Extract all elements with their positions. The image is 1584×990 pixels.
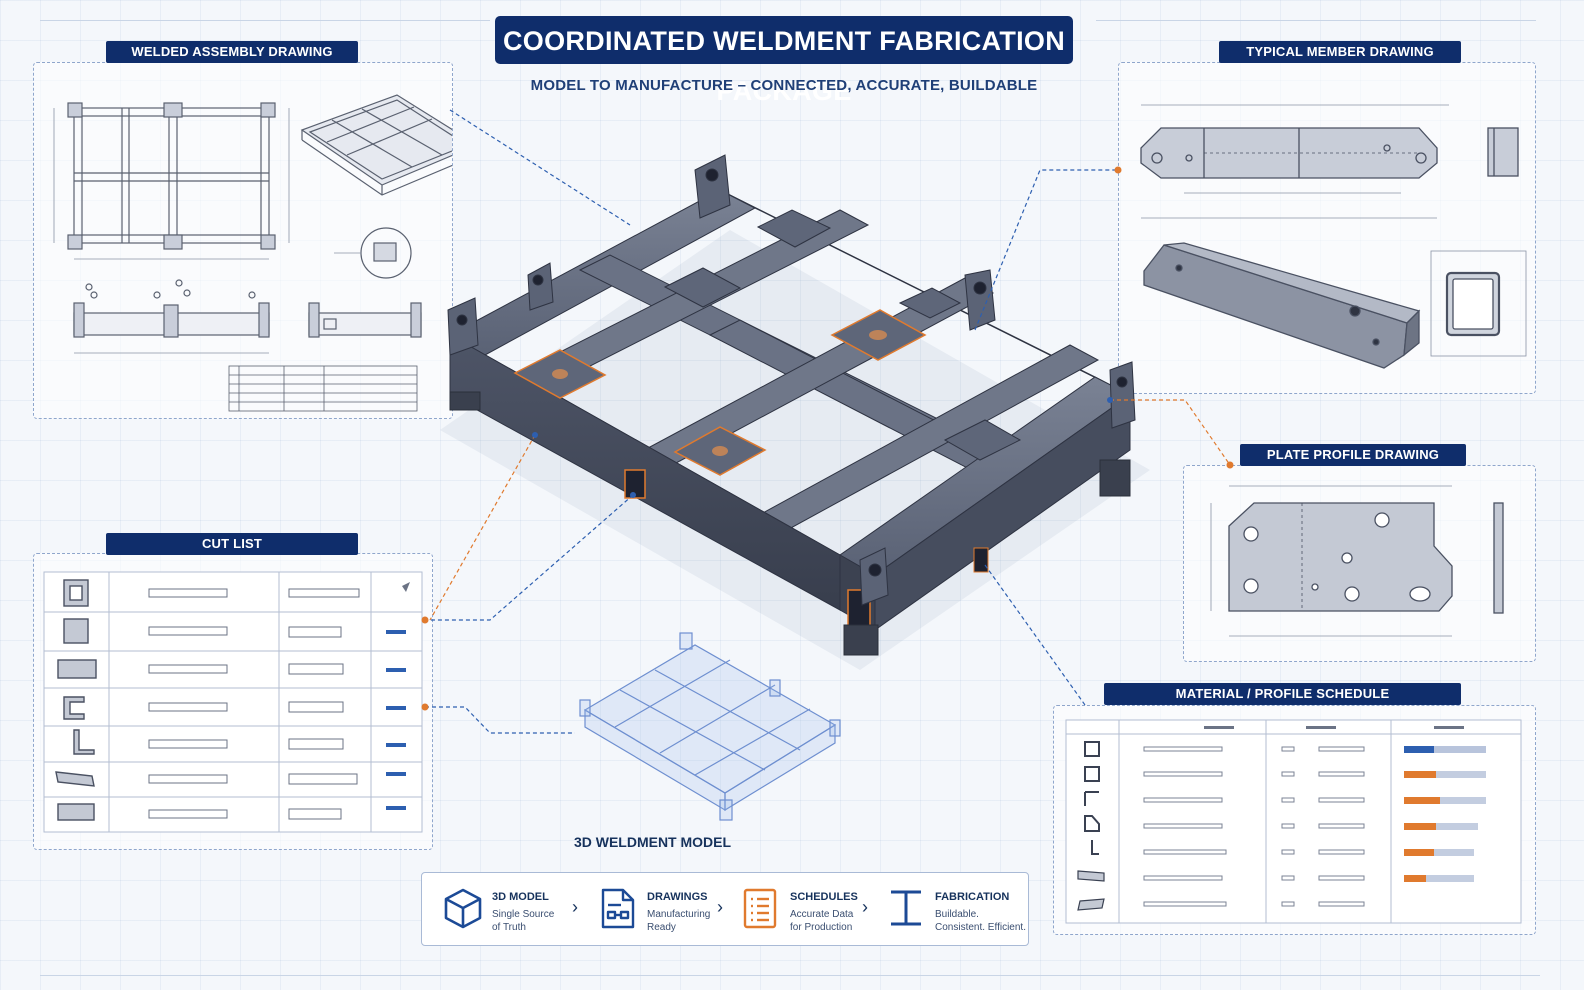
i-beam-icon bbox=[891, 890, 921, 926]
workflow-step-desc: Buildable.Consistent. Efficient. bbox=[935, 909, 1026, 933]
3d-weldment-model-wireframe bbox=[579, 632, 841, 821]
material-profile-schedule-label: MATERIAL / PROFILE SCHEDULE bbox=[1104, 683, 1461, 705]
material-schedule-panel bbox=[1053, 705, 1536, 935]
flat-bar-profile-icon bbox=[55, 771, 95, 787]
plate-icon bbox=[1077, 898, 1105, 911]
member-end-view bbox=[1487, 127, 1519, 177]
workflow-step-title: SCHEDULES bbox=[790, 891, 858, 903]
gusset-icon bbox=[1084, 815, 1100, 832]
schedule-list-icon bbox=[743, 888, 777, 929]
base-plate bbox=[663, 267, 742, 308]
lifting-lug bbox=[447, 297, 479, 356]
plate-profile-icon bbox=[57, 803, 95, 821]
cube-icon bbox=[444, 888, 482, 929]
drawing-document-icon bbox=[601, 888, 635, 929]
channel-icon bbox=[1084, 791, 1099, 806]
member-iso-view bbox=[1143, 242, 1421, 369]
workflow-step-title: DRAWINGS bbox=[647, 891, 708, 903]
page-title: COORDINATED WELDMENT FABRICATION PACKAGE bbox=[495, 16, 1073, 106]
member-drawing-sheet bbox=[1140, 104, 1527, 369]
welded-assembly-drawing-label: WELDED ASSEMBLY DRAWING bbox=[106, 41, 358, 63]
channel-profile-icon bbox=[63, 618, 89, 644]
square-tube-icon bbox=[1084, 741, 1100, 757]
plan-view-frame bbox=[73, 107, 270, 244]
angle-profile-icon bbox=[73, 729, 95, 755]
angle-icon bbox=[1091, 840, 1099, 855]
typical-member-panel bbox=[1118, 62, 1536, 394]
lifting-lug bbox=[694, 154, 731, 219]
title-block bbox=[228, 365, 418, 412]
cut-list-panel bbox=[33, 553, 433, 850]
end-view bbox=[308, 302, 422, 338]
chevron-right-icon: › bbox=[717, 897, 723, 917]
chevron-right-icon: › bbox=[572, 897, 578, 917]
border-line bbox=[1096, 20, 1536, 21]
border-line bbox=[40, 975, 1540, 976]
3d-weldment-model-label: 3D WELDMENT MODEL bbox=[573, 834, 732, 850]
plate-edge-view bbox=[1493, 502, 1504, 614]
border-line bbox=[40, 20, 490, 21]
plate-profile-icon bbox=[57, 659, 97, 679]
workflow-step-fabrication: FABRICATION Buildable.Consistent. Effici… bbox=[885, 885, 1026, 935]
base-plate bbox=[756, 209, 832, 248]
plate-drawing-sheet bbox=[1210, 485, 1504, 637]
flat-bar-icon bbox=[1077, 870, 1105, 882]
assembly-drawing-sheet bbox=[53, 94, 479, 412]
cut-list-label: CUT LIST bbox=[106, 533, 358, 555]
plate-profile-drawing-label: PLATE PROFILE DRAWING bbox=[1240, 444, 1466, 466]
flag-icon bbox=[402, 582, 410, 592]
c-profile-icon bbox=[63, 696, 85, 720]
workflow-step-title: 3D MODEL bbox=[492, 891, 549, 903]
square-tube-icon bbox=[1084, 766, 1100, 782]
elevation-view bbox=[73, 279, 270, 354]
base-plate bbox=[943, 419, 1022, 461]
plate-profile-shape bbox=[1228, 502, 1453, 612]
cut-list-table bbox=[43, 571, 423, 833]
weldment-frame-illustration bbox=[440, 154, 1150, 670]
typical-member-drawing-label: TYPICAL MEMBER DRAWING bbox=[1219, 41, 1461, 63]
material-schedule-table bbox=[1065, 719, 1522, 924]
page-subtitle: MODEL TO MANUFACTURE – CONNECTED, ACCURA… bbox=[530, 77, 1038, 94]
chevron-right-icon: › bbox=[862, 897, 868, 917]
workflow-step-title: FABRICATION bbox=[935, 891, 1010, 903]
welded-assembly-panel bbox=[33, 62, 479, 419]
plate-profile-panel bbox=[1183, 465, 1536, 662]
